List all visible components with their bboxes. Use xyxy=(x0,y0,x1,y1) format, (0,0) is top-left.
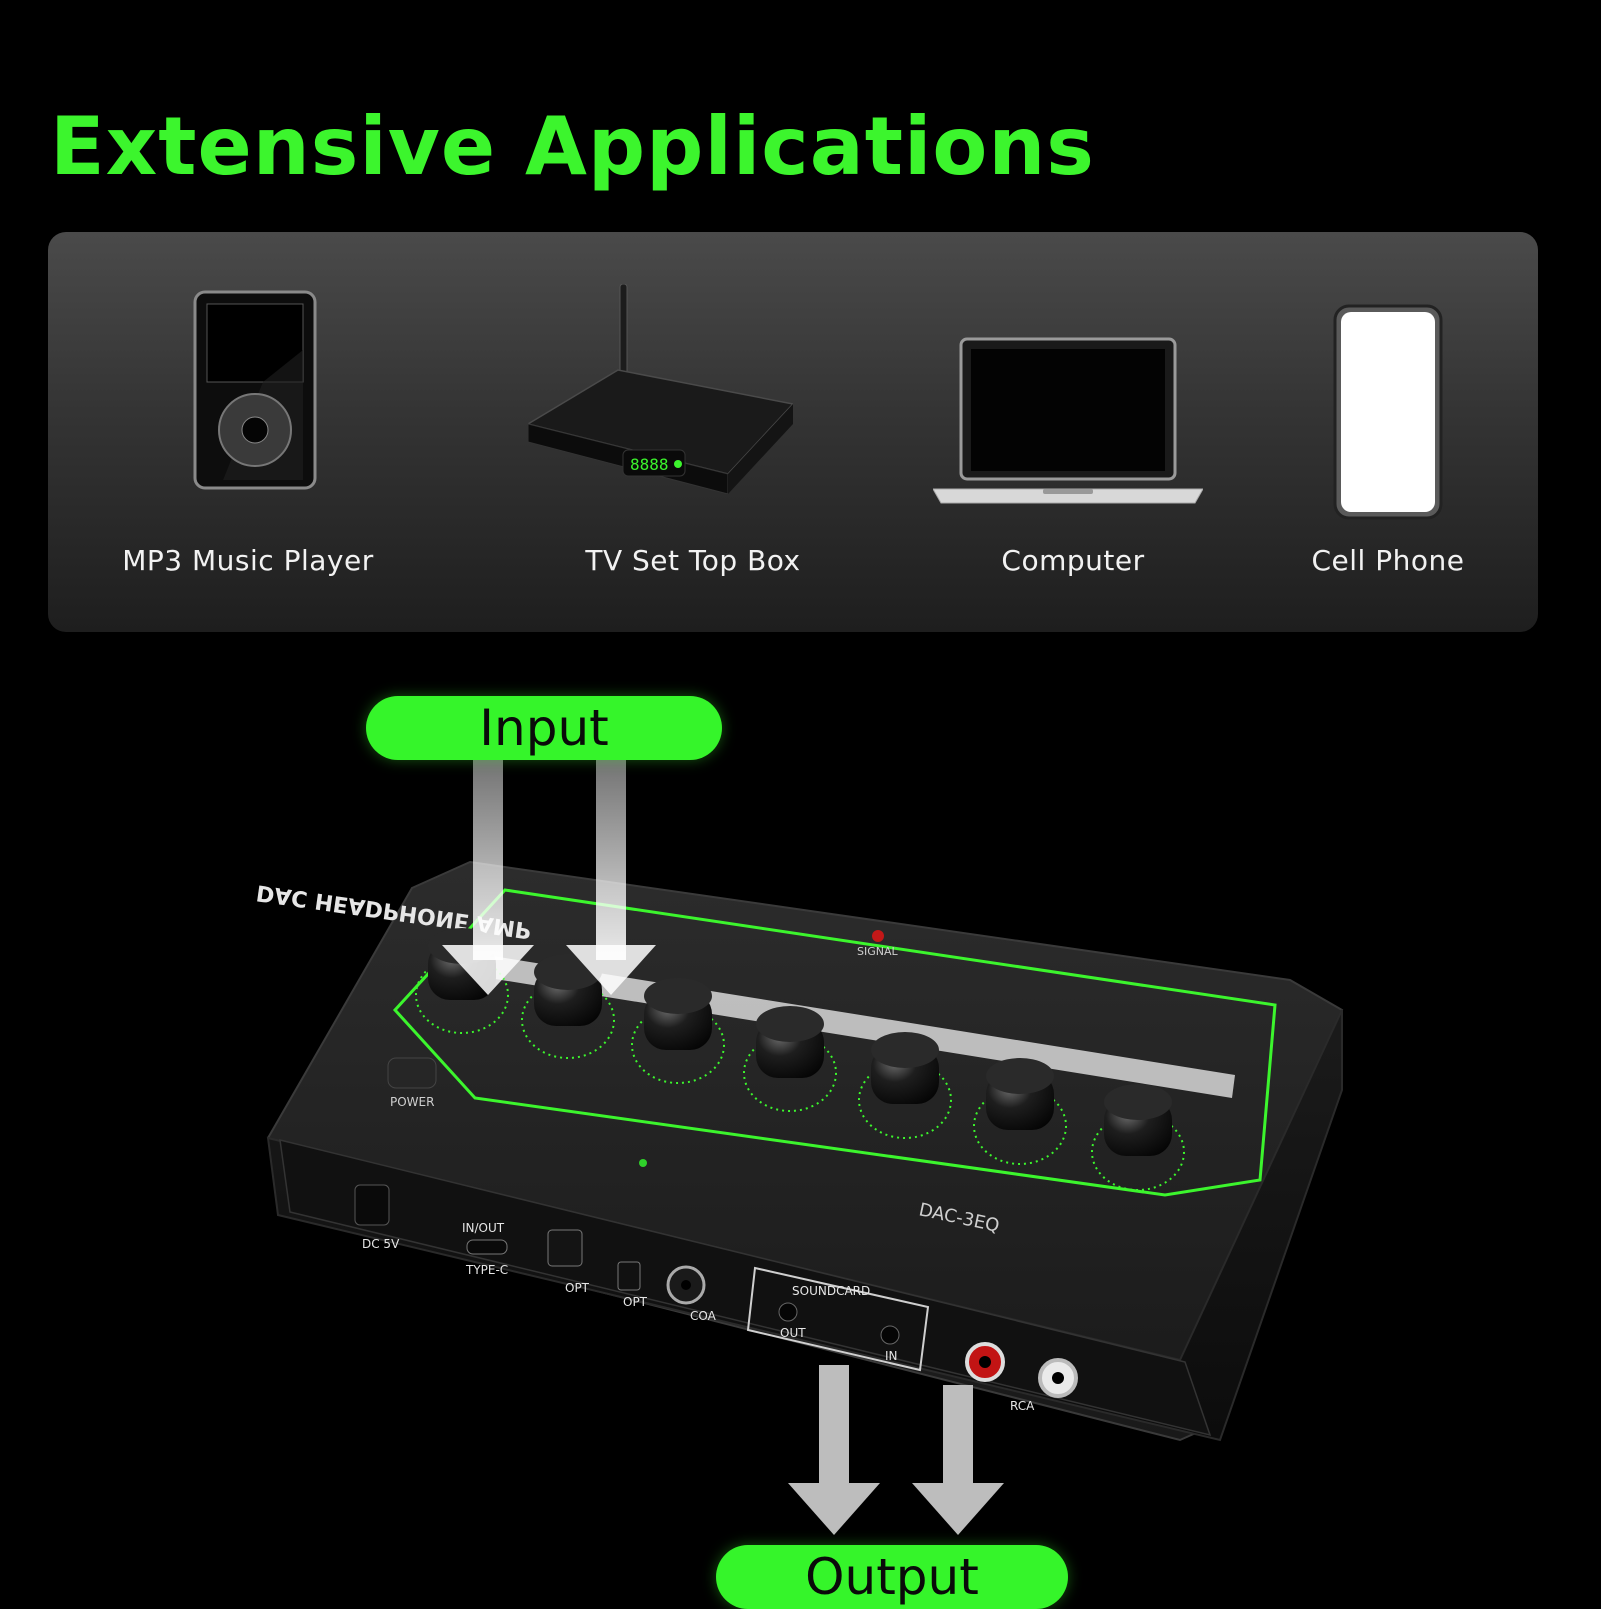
application-label: TV Set Top Box xyxy=(585,544,801,577)
soundcard-out-jack[interactable] xyxy=(778,1302,798,1322)
port-label: DC 5V xyxy=(362,1237,400,1251)
mp3-player-icon xyxy=(193,290,317,490)
soundcard-in-jack[interactable] xyxy=(880,1325,900,1345)
usb-c-port[interactable] xyxy=(466,1239,508,1255)
application-label: Cell Phone xyxy=(1311,544,1465,577)
application-set-top-box: 8888 TV Set Top Box xyxy=(488,232,898,632)
port-label: TYPE-C xyxy=(465,1263,508,1277)
input-label: Input xyxy=(366,696,722,760)
signal-led xyxy=(872,930,884,942)
page-title: Extensive Applications xyxy=(50,100,1095,193)
application-computer: Computer xyxy=(878,232,1268,632)
application-cell-phone: Cell Phone xyxy=(1248,232,1528,632)
front-ports: DC 5V IN/OUT TYPE-C OPT OPT COA SOUNDCAR… xyxy=(354,1184,1078,1413)
knob[interactable] xyxy=(858,1032,952,1139)
svg-text:8888: 8888 xyxy=(630,455,669,474)
signal-label: SIGNAL xyxy=(857,945,899,958)
phone-icon xyxy=(1333,304,1443,520)
device-knobs xyxy=(415,928,1185,1191)
knob[interactable] xyxy=(631,978,725,1084)
dc-port[interactable] xyxy=(354,1184,390,1226)
application-mp3-player: MP3 Music Player xyxy=(48,232,448,632)
power-button[interactable] xyxy=(387,1057,437,1089)
set-top-box-icon: 8888 xyxy=(528,284,793,494)
port-label: COA xyxy=(690,1309,717,1323)
port-label: IN/OUT xyxy=(462,1221,505,1235)
port-label: SOUNDCARD xyxy=(792,1284,870,1298)
soundcard-box xyxy=(746,1266,930,1372)
laptop-icon xyxy=(933,337,1203,504)
port-label: RCA xyxy=(1010,1399,1035,1413)
port-label: OUT xyxy=(780,1326,806,1340)
applications-panel: MP3 Music Player 8888 TV Set Top Box Com… xyxy=(48,232,1538,632)
knob[interactable] xyxy=(973,1058,1067,1165)
bluetooth-led xyxy=(639,1159,647,1167)
port-label: IN xyxy=(885,1349,898,1363)
bt-switch[interactable] xyxy=(617,1261,641,1291)
output-arrows xyxy=(788,1365,1004,1535)
knob[interactable] xyxy=(521,954,615,1059)
input-arrows xyxy=(442,760,656,995)
output-label: Output xyxy=(716,1545,1068,1609)
knob[interactable] xyxy=(1091,1084,1185,1191)
device-green-outline xyxy=(392,888,1277,1197)
application-label: MP3 Music Player xyxy=(122,544,374,577)
optical-port[interactable] xyxy=(547,1229,583,1267)
application-label: Computer xyxy=(1001,544,1145,577)
port-label: OPT xyxy=(565,1281,590,1295)
port-label: OPT xyxy=(623,1295,648,1309)
knob[interactable] xyxy=(743,1006,837,1112)
power-label: POWER xyxy=(390,1095,434,1109)
